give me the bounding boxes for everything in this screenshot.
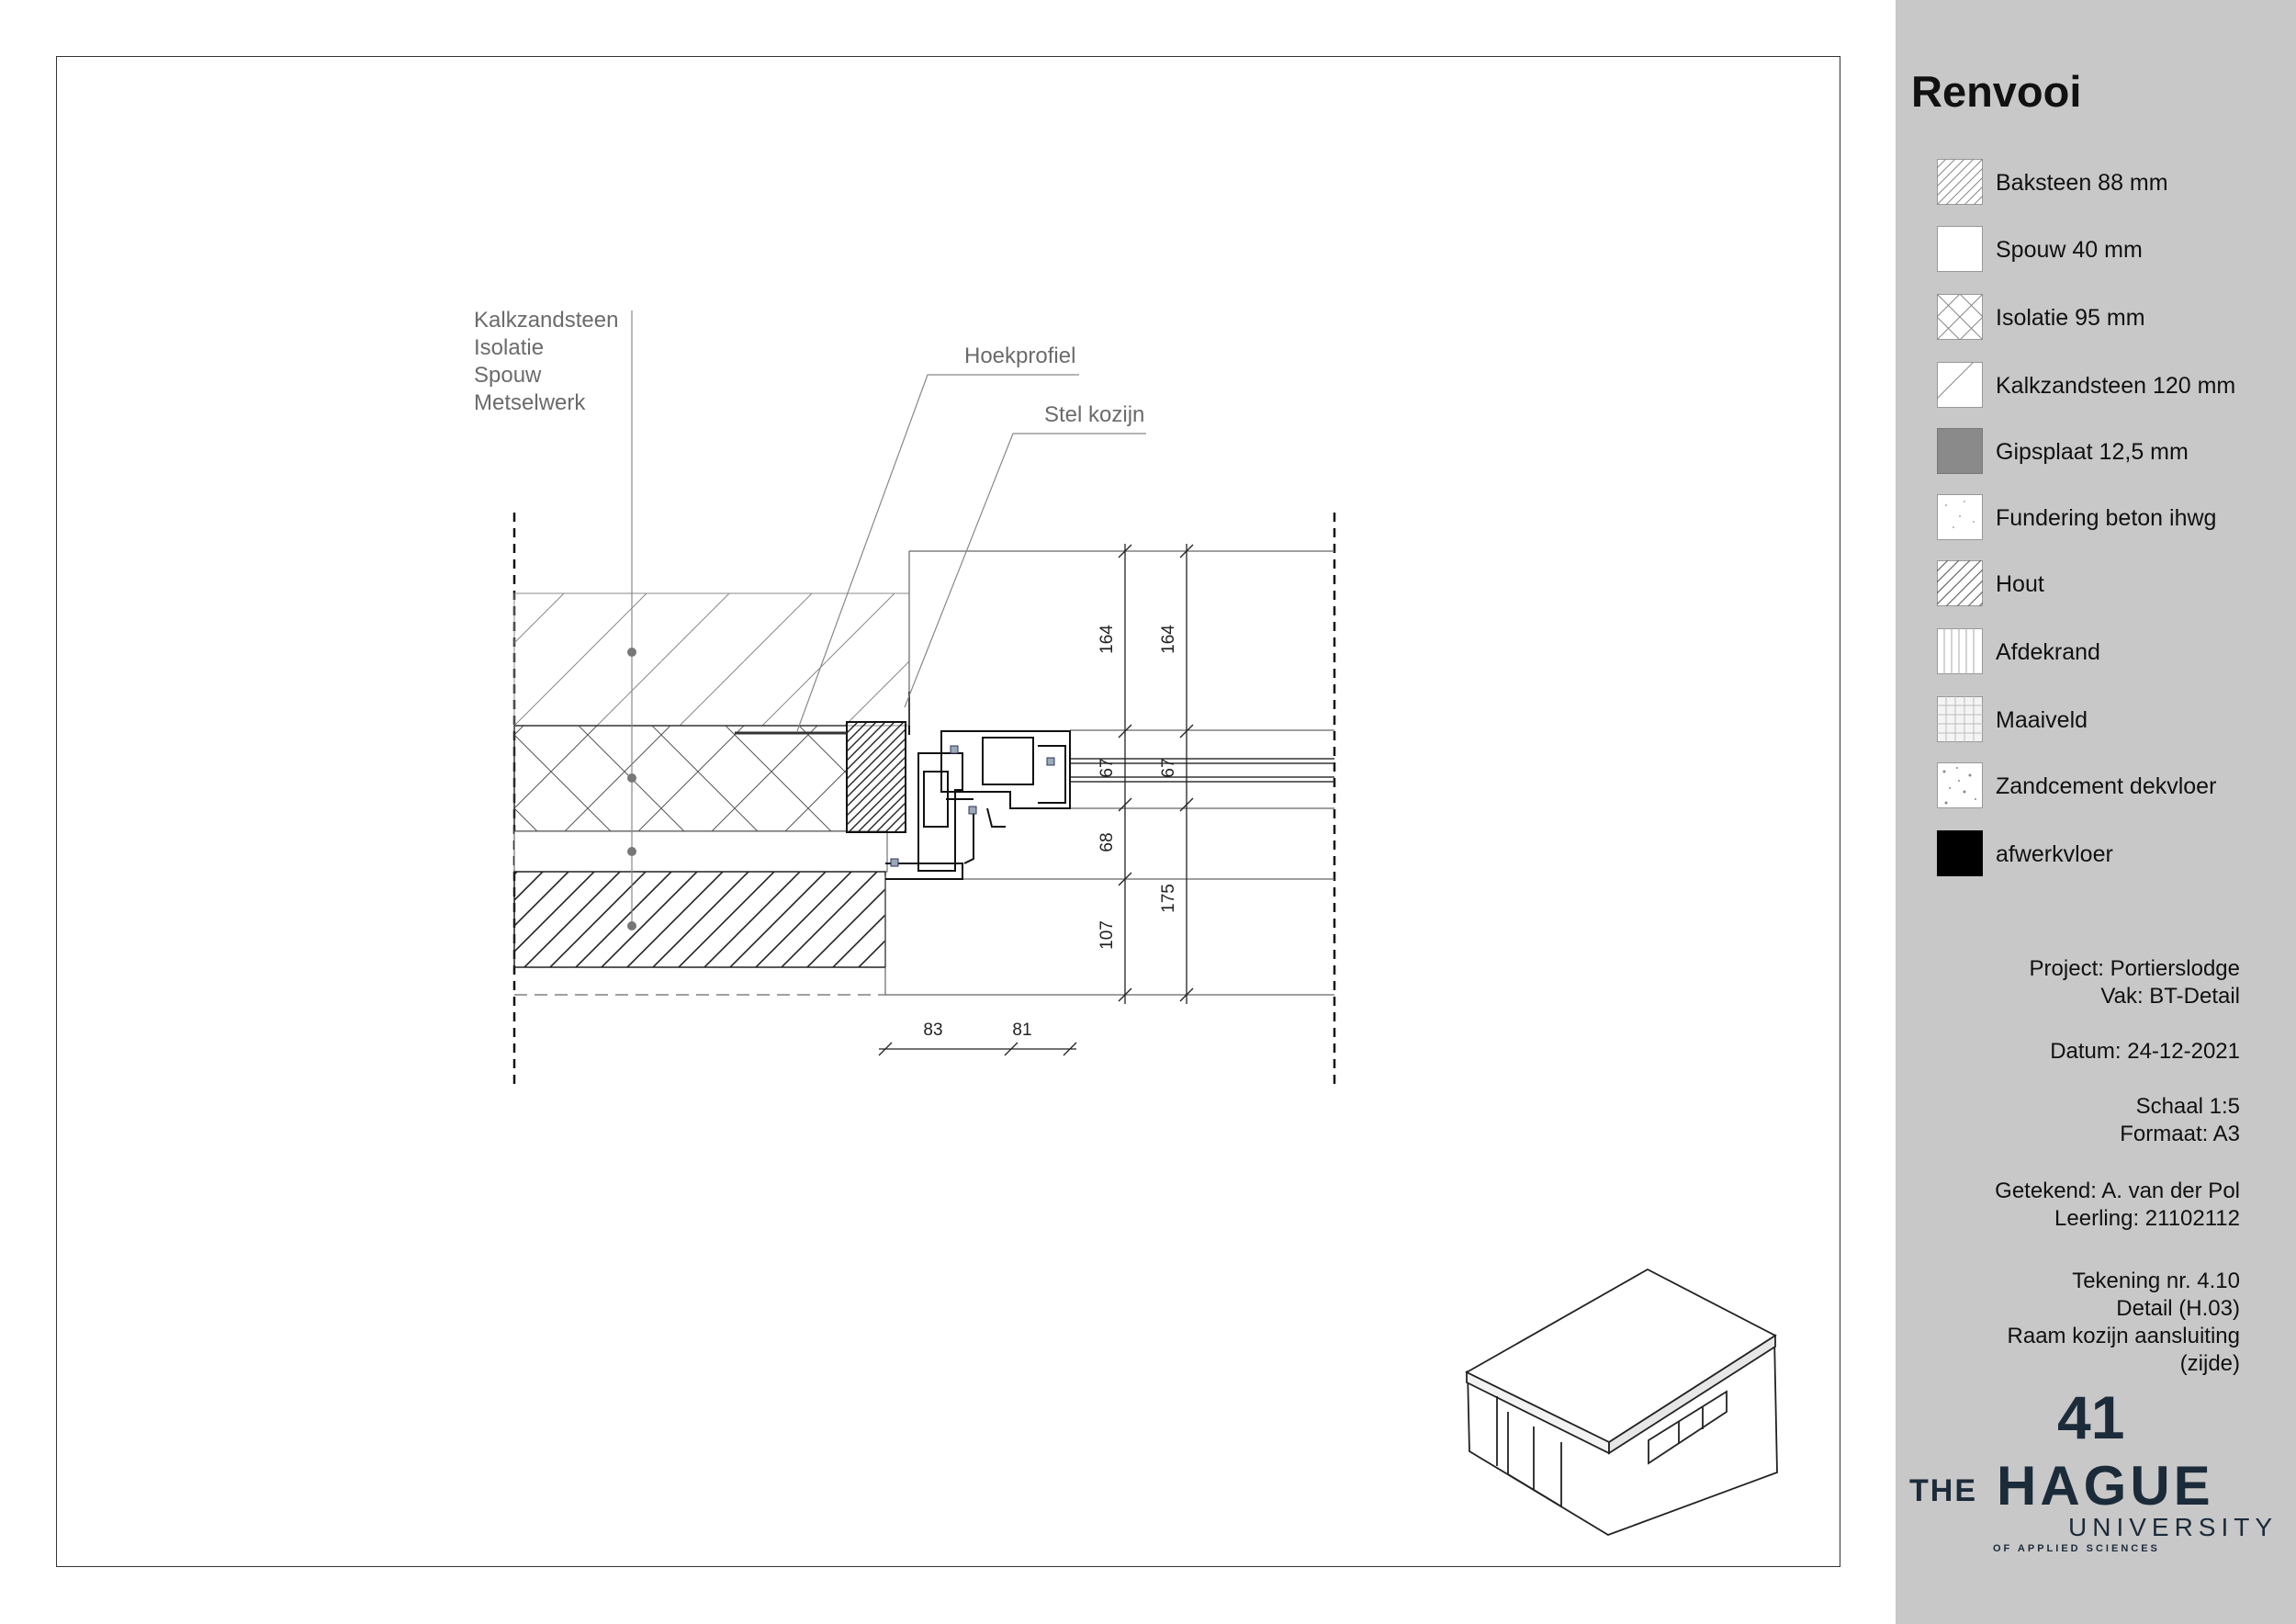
dim-175: 175 <box>1159 884 1178 913</box>
legend-label-zandcement: Zandcement dekvloer <box>1996 773 2217 799</box>
info-leerling: Leerling: 21102112 <box>2054 1206 2240 1231</box>
info-formaat: Formaat: A3 <box>2120 1122 2240 1146</box>
glazing <box>1070 758 1334 783</box>
isolatie-swatch-icon <box>1937 294 1983 340</box>
zandcement-swatch-icon <box>1937 762 1983 808</box>
legend-label-maaiveld: Maaiveld <box>1996 707 2088 733</box>
hout-swatch-icon <box>1937 560 1983 606</box>
legend-label-afwerkvloer: afwerkvloer <box>1996 841 2113 867</box>
dim-107: 107 <box>1097 920 1117 950</box>
dim-81: 81 <box>1012 1021 1031 1040</box>
info-scale-block: Schaal 1:5 Formaat: A3 <box>2120 1093 2240 1148</box>
kalkzandsteen-layer <box>513 592 910 727</box>
annotation-stel-kozijn: Stel kozijn <box>1044 402 1145 427</box>
kalkzandsteen-swatch-icon <box>1937 362 1983 408</box>
legend-label-isolatie: Isolatie 95 mm <box>1996 305 2145 331</box>
logo-university: UNIVERSITY <box>2068 1513 2273 1541</box>
detail-drawing: 164 164 67 67 68 107 175 83 81 <box>512 310 1778 1536</box>
legend-title: Renvooi <box>1911 67 2082 116</box>
logo-applied-sciences: OF APPLIED SCIENCES <box>1993 1543 2160 1554</box>
legend-label-fundering: Fundering beton ihwg <box>1996 505 2217 531</box>
info-vak: Vak: BT-Detail <box>2100 984 2240 1009</box>
university-logo: THE HAGUE UNIVERSITY OF APPLIED SCIENCES <box>1909 1455 2273 1554</box>
afdekrand-swatch-icon <box>1937 628 1983 674</box>
info-datum: Datum: 24-12-2021 <box>2050 1039 2240 1064</box>
afwerkvloer-swatch-icon <box>1937 830 1983 876</box>
legend-label-afdekrand: Afdekrand <box>1996 639 2100 665</box>
legend-label-spouw: Spouw 40 mm <box>1996 237 2143 263</box>
gipsplaat-swatch-icon <box>1937 428 1983 474</box>
legend-label-hout: Hout <box>1996 571 2044 597</box>
spouw-swatch-icon <box>1937 226 1983 272</box>
dim-68: 68 <box>1097 832 1117 851</box>
legend-label-baksteen: Baksteen 88 mm <box>1996 170 2168 196</box>
stelkozijn-wood <box>846 721 906 833</box>
logo-hague: HAGUE <box>1997 1455 2214 1517</box>
leader-hoekprofiel <box>796 374 1079 732</box>
drawing-frame <box>56 56 1840 1567</box>
metselwerk-layer <box>513 871 886 968</box>
building-isometric <box>1465 1268 1778 1536</box>
isolatie-layer <box>513 725 848 832</box>
legend-label-gipsplaat: Gipsplaat 12,5 mm <box>1996 439 2189 465</box>
info-tekening: Tekening nr. 4.10 <box>2072 1269 2240 1293</box>
annotation-isolatie: Isolatie <box>474 335 545 360</box>
annotation-kalkzandsteen: Kalkzandsteen <box>474 308 619 333</box>
annotation-metselwerk: Metselwerk <box>474 390 586 415</box>
annotation-hoekprofiel: Hoekprofiel <box>964 344 1076 368</box>
info-drawing-block: Tekening nr. 4.10 Detail (H.03) Raam koz… <box>2008 1268 2240 1378</box>
spouw-layer <box>513 830 888 873</box>
baksteen-swatch-icon <box>1937 159 1983 205</box>
info-project: Project: Portierslodge <box>2029 956 2240 981</box>
info-schaal: Schaal 1:5 <box>2135 1094 2240 1119</box>
annotation-layers: Kalkzandsteen Isolatie Spouw Metselwerk <box>474 307 618 417</box>
info-author-block: Getekend: A. van der Pol Leerling: 21102… <box>1995 1178 2240 1233</box>
dim-164-b: 164 <box>1159 625 1178 654</box>
info-detail: Detail (H.03) <box>2116 1296 2240 1321</box>
legend-label-kalkzandsteen: Kalkzandsteen 120 mm <box>1996 373 2236 399</box>
dim-67-a: 67 <box>1097 758 1117 777</box>
sheet-number: 41 <box>2057 1383 2125 1451</box>
maaiveld-swatch-icon <box>1937 696 1983 742</box>
leader-stel-kozijn <box>904 433 1146 708</box>
fundering-swatch-icon <box>1937 494 1983 540</box>
dimension-lines <box>878 544 1194 1056</box>
gaskets <box>890 745 1055 867</box>
dim-67-b: 67 <box>1159 758 1178 777</box>
info-omschrijving-2: (zijde) <box>2179 1351 2240 1376</box>
dim-164-a: 164 <box>1097 625 1117 654</box>
info-getekend: Getekend: A. van der Pol <box>1995 1179 2240 1203</box>
info-project-block: Project: Portierslodge Vak: BT-Detail <box>2030 955 2240 1010</box>
annotation-spouw: Spouw <box>474 363 542 388</box>
logo-the: THE <box>1909 1473 1977 1508</box>
dim-83: 83 <box>923 1021 942 1040</box>
window-profile <box>885 730 1071 880</box>
info-omschrijving-1: Raam kozijn aansluiting <box>2007 1324 2240 1348</box>
